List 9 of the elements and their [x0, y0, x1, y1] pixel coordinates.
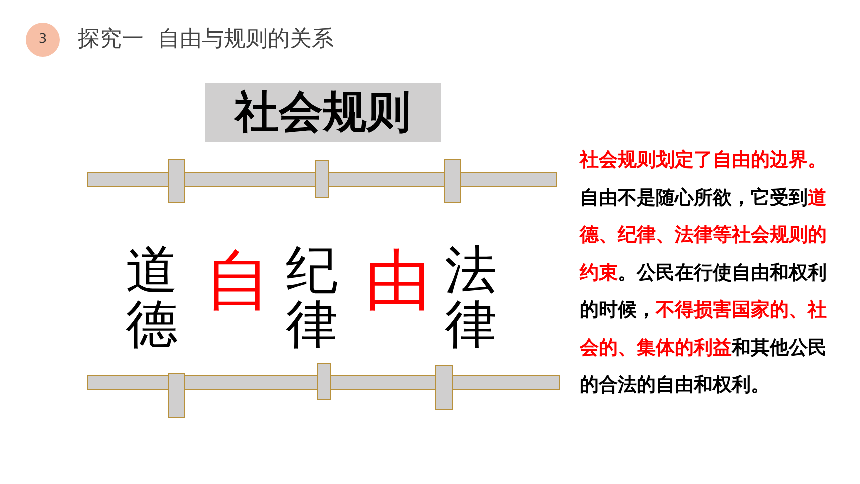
section-number: 3 [26, 23, 60, 57]
vertical-word: 道德 [125, 244, 179, 352]
large-character: 由 [365, 246, 425, 316]
slide-title: 探究一 自由与规则的关系 [78, 26, 334, 54]
heading-banner: 社会规则 [205, 83, 441, 142]
paragraph: 社会规则划定了自由的边界。自由不是随心所欲，它受到道德、纪律、法律等社会规则的约束。公民在行使自由和权利的时候，不得损害国家的、社会的、集体的利益和其他公民的合法的自由和权利。 [580, 148, 828, 398]
vertical-word: 法律 [444, 244, 498, 352]
large-character: 自 [205, 246, 265, 316]
vertical-word: 纪律 [285, 244, 339, 352]
